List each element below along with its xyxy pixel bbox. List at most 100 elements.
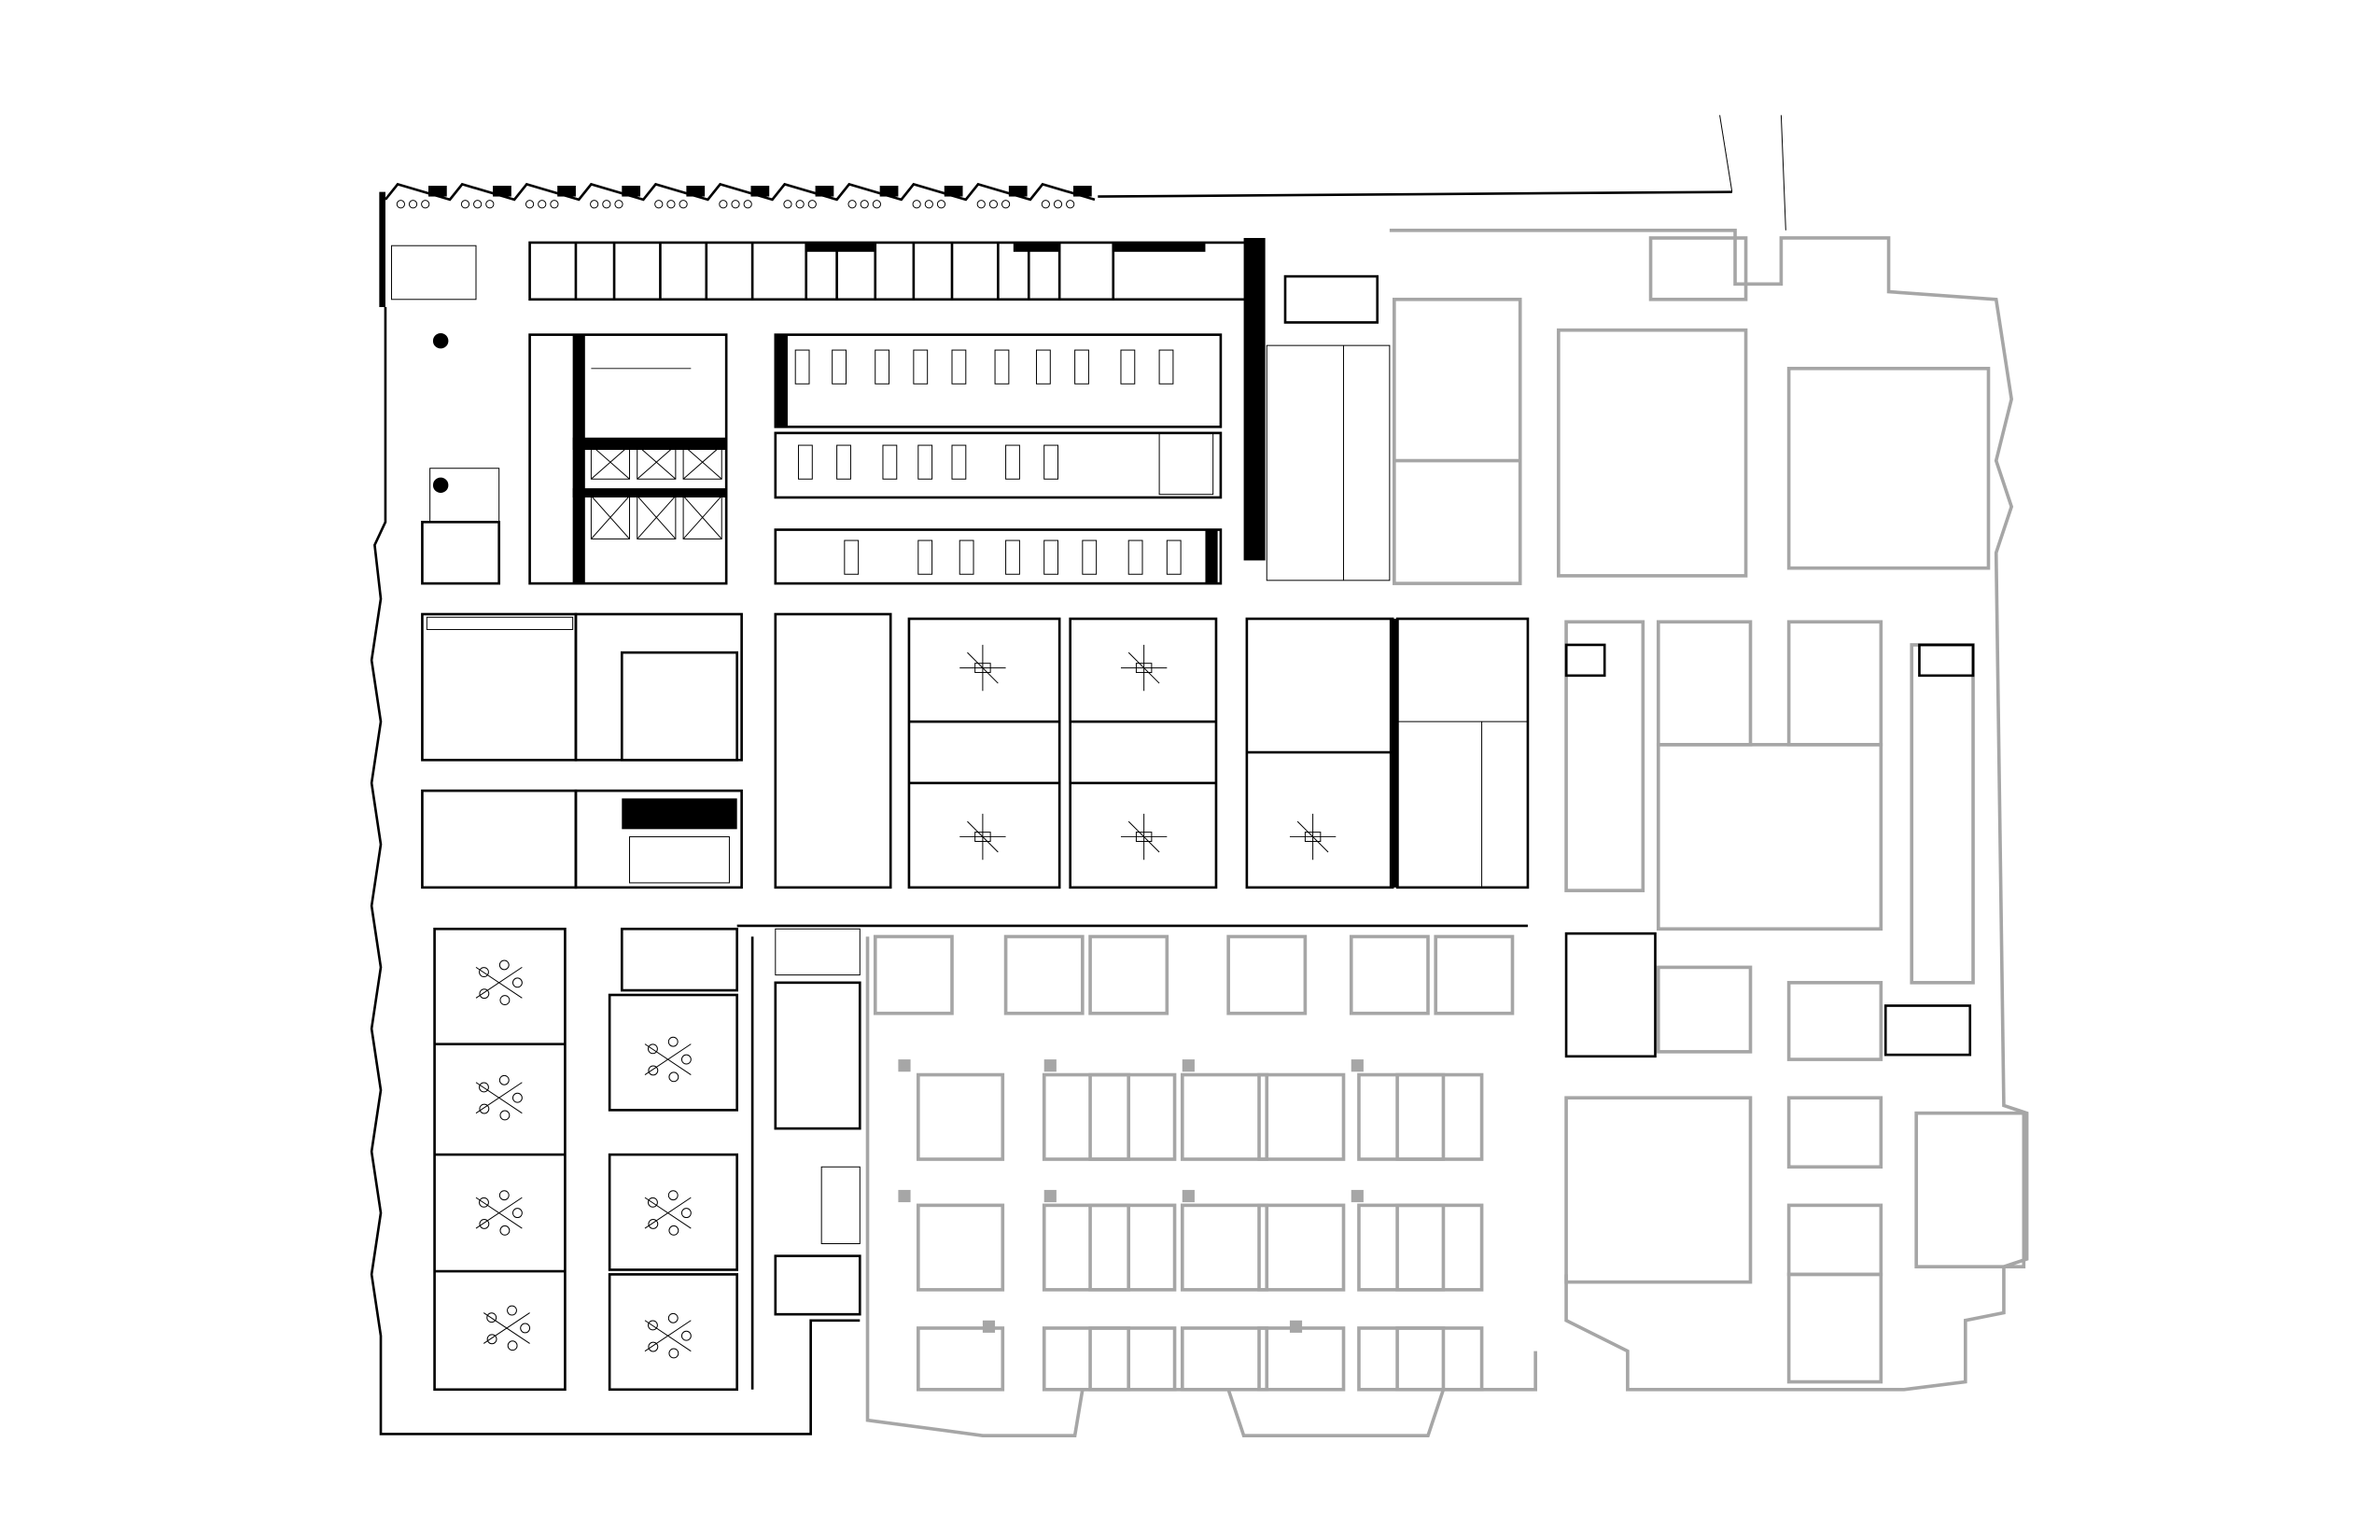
patient-bed xyxy=(844,539,860,575)
atrium xyxy=(1266,344,1391,581)
surgical-light xyxy=(520,1323,531,1334)
facade-fin xyxy=(557,186,576,197)
context-column xyxy=(1182,1189,1195,1203)
window-seat xyxy=(976,200,986,209)
patient-bed xyxy=(1035,349,1051,385)
surgical-light xyxy=(498,959,510,971)
window-seat xyxy=(602,200,611,209)
window-seat xyxy=(1041,200,1050,209)
facade-fin xyxy=(622,186,641,197)
patient-bed xyxy=(959,539,974,575)
procedure-equipment xyxy=(1120,644,1168,692)
active-wing xyxy=(370,115,1786,1435)
surgical-light xyxy=(667,1036,679,1047)
surgical-light xyxy=(648,1341,659,1352)
context-room xyxy=(1257,1203,1346,1292)
patient-bed xyxy=(1082,539,1098,575)
surgical-light xyxy=(511,1092,523,1103)
surgical-light xyxy=(479,967,489,977)
patient-bed xyxy=(951,349,967,385)
surgical-light xyxy=(680,1054,692,1065)
patient-bed xyxy=(794,349,810,385)
window-seat xyxy=(783,200,792,209)
patient-bed xyxy=(1043,539,1059,575)
context-column xyxy=(898,1059,911,1072)
surgical-light xyxy=(479,1082,489,1093)
context-room xyxy=(916,1326,1005,1392)
elevator-car xyxy=(682,444,722,480)
procedure-equipment xyxy=(959,813,1006,861)
context-room xyxy=(1180,1203,1269,1292)
equipment-boom xyxy=(475,1197,523,1229)
context-room xyxy=(1003,934,1085,1015)
surgical-light xyxy=(668,1225,679,1236)
elevator-car xyxy=(637,444,677,480)
context-room xyxy=(873,934,954,1015)
patient-bed xyxy=(1005,444,1020,480)
patient-bed xyxy=(951,444,967,480)
context-room xyxy=(1180,1326,1269,1392)
elevator xyxy=(590,495,631,539)
patient-bed xyxy=(1074,349,1089,385)
operating-room-equipment xyxy=(644,1312,692,1359)
equipment-lines xyxy=(959,644,1006,692)
surgical-light xyxy=(648,1043,658,1055)
context-room xyxy=(1042,1203,1131,1292)
patient-bed xyxy=(836,444,851,480)
room-east-2 xyxy=(1564,931,1657,1058)
context-column xyxy=(1351,1059,1364,1072)
patient-bed xyxy=(1043,444,1059,480)
context-room xyxy=(1349,934,1430,1015)
window-seat xyxy=(590,200,599,209)
window-seat xyxy=(743,200,752,209)
window-seat xyxy=(1066,200,1075,209)
context-room xyxy=(1088,1326,1177,1392)
surgical-light xyxy=(648,1218,659,1229)
operating-room-equipment xyxy=(483,1305,531,1351)
context-room xyxy=(1395,1203,1484,1292)
equipment-boom xyxy=(475,1082,523,1114)
equipment-boom xyxy=(644,1197,692,1229)
surgical-light xyxy=(668,1348,679,1359)
context-room xyxy=(1042,1072,1131,1161)
facade-fin xyxy=(815,186,834,197)
facade-fin xyxy=(750,186,770,197)
surgical-light xyxy=(479,1197,489,1208)
surgical-light xyxy=(667,1190,679,1201)
window-seat xyxy=(460,200,470,209)
facade-fin xyxy=(686,186,706,197)
operating-room-equipment xyxy=(644,1036,692,1083)
surgical-light xyxy=(648,1065,659,1076)
context-room xyxy=(1395,1326,1484,1392)
window-seat xyxy=(396,200,405,209)
exterior-wall-north-sawtooth xyxy=(384,182,1096,209)
facade-fin xyxy=(1008,186,1028,197)
window-seat xyxy=(731,200,740,209)
window-seat xyxy=(525,200,535,209)
window-seat xyxy=(666,200,676,209)
elevator-cross xyxy=(637,444,677,480)
patient-bed xyxy=(832,349,847,385)
procedure-table xyxy=(974,663,991,674)
patient-bed xyxy=(1158,349,1174,385)
surgical-light xyxy=(511,1208,523,1219)
room-east xyxy=(1883,1004,1972,1057)
surgical-light xyxy=(479,988,490,1000)
window-seat xyxy=(408,200,418,209)
elevator xyxy=(637,495,677,539)
middle-band xyxy=(421,612,1530,928)
equipment-lines xyxy=(1120,813,1168,861)
window-seat xyxy=(538,200,547,209)
facade-fin xyxy=(944,186,963,197)
surgical-light xyxy=(667,1312,679,1323)
equipment-lines xyxy=(1289,813,1337,861)
procedure-table xyxy=(1135,832,1153,842)
surgical-light xyxy=(486,1334,497,1345)
surgical-light xyxy=(511,977,523,988)
context-room xyxy=(1226,934,1308,1015)
elevator xyxy=(590,444,631,480)
exterior-curtain-wall-ne xyxy=(1719,115,1786,231)
patient-bed xyxy=(994,349,1010,385)
equipment-boom xyxy=(475,966,523,999)
